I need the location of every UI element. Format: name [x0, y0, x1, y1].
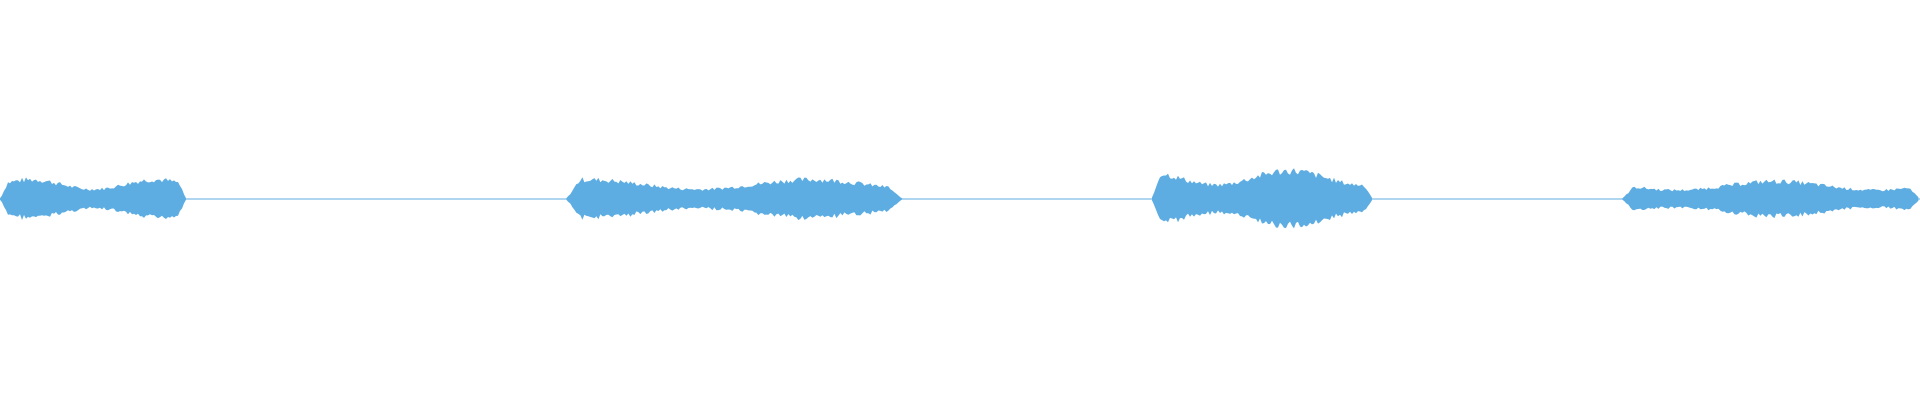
waveform-segment — [1622, 179, 1919, 219]
waveform-segments — [0, 168, 1919, 229]
waveform-segment — [566, 177, 903, 221]
waveform-segment — [1152, 168, 1372, 229]
waveform-segment — [0, 177, 186, 220]
